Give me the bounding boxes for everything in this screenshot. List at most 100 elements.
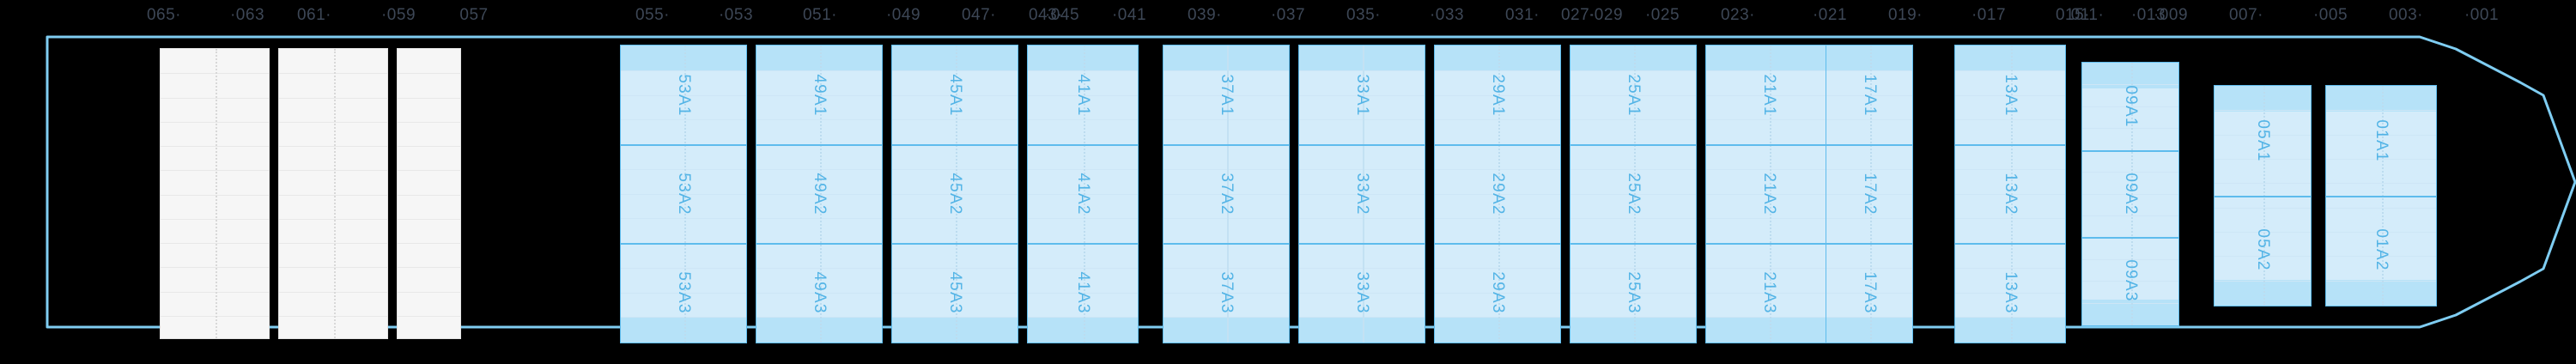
bay-tick-label: ·009	[2153, 6, 2189, 24]
cell-label-37A2[interactable]: 37A2	[1218, 172, 1236, 215]
cell-label-33A1[interactable]: 33A1	[1353, 73, 1371, 117]
segment-divider	[1299, 243, 1425, 245]
tier-row-line	[621, 94, 746, 96]
cell-label-49A1[interactable]: 49A1	[811, 73, 829, 117]
segment-divider	[1955, 144, 2065, 146]
cell-label-45A3[interactable]: 45A3	[946, 270, 964, 314]
cell-label-09A3[interactable]: 09A3	[2122, 259, 2140, 302]
bay-tick-label: 043·	[1028, 6, 1064, 24]
bay-49[interactable]: 49A1 49A2 49A3	[756, 45, 883, 343]
cell-label-17A1[interactable]: 17A1	[1861, 73, 1879, 117]
bay-tick-label: ·045	[1044, 6, 1080, 24]
cell-label-17A2[interactable]: 17A2	[1861, 172, 1879, 215]
cell-label-13A2[interactable]: 13A2	[2002, 172, 2020, 215]
cell-label-29A3[interactable]: 29A3	[1489, 270, 1507, 314]
tier-row-line	[2215, 134, 2311, 136]
bay-01[interactable]: 01A1 01A2	[2325, 85, 2437, 306]
cell-label-21A1[interactable]: 21A1	[1760, 73, 1778, 117]
bay-065-063[interactable]	[160, 48, 270, 339]
bay-tick-label: ·049	[885, 6, 921, 24]
cell-label-33A2[interactable]: 33A2	[1353, 172, 1371, 215]
bay-21[interactable]: 21A1 21A2 21A3	[1705, 45, 1832, 343]
bay-53[interactable]: 53A1 53A2 53A3	[620, 45, 747, 343]
bay-33[interactable]: 33A1 33A2 33A3	[1298, 45, 1425, 343]
tier-row-line	[1435, 168, 1560, 170]
bay-29[interactable]: 29A1 29A2 29A3	[1434, 45, 1561, 343]
tier-row-line	[1706, 94, 1832, 96]
tier-row-line	[161, 121, 269, 123]
cell-label-13A1[interactable]: 13A1	[2002, 73, 2020, 117]
cell-label-01A1[interactable]: 01A1	[2372, 119, 2391, 162]
cell-label-45A2[interactable]: 45A2	[946, 172, 964, 215]
cell-label-53A3[interactable]: 53A3	[675, 270, 693, 314]
bay-05[interactable]: 05A1 05A2	[2214, 85, 2312, 306]
cell-label-21A3[interactable]: 21A3	[1760, 270, 1778, 314]
cell-label-09A2[interactable]: 09A2	[2122, 172, 2140, 215]
tier-row-line	[2215, 256, 2311, 258]
tier-row-line	[756, 70, 882, 71]
cell-label-25A1[interactable]: 25A1	[1625, 73, 1643, 117]
bay-37[interactable]: 37A1 37A2 37A3	[1163, 45, 1290, 343]
tier-row-line	[621, 70, 746, 71]
cell-label-41A2[interactable]: 41A2	[1074, 172, 1092, 215]
cell-label-53A2[interactable]: 53A2	[675, 172, 693, 215]
bay-tick-label: 011·	[2070, 6, 2105, 24]
tier-row-line	[279, 73, 387, 75]
bay-25[interactable]: 25A1 25A2 25A3	[1570, 45, 1697, 343]
tier-row-line	[1163, 218, 1289, 220]
tier-row-line	[398, 315, 460, 317]
tier-row-line	[1571, 267, 1696, 269]
bay-41[interactable]: 41A1 41A2 41A3	[1027, 45, 1139, 343]
tier-row-line	[2215, 207, 2311, 209]
bay-13[interactable]: 13A1 13A2 13A3	[1954, 45, 2066, 343]
cell-label-33A3[interactable]: 33A3	[1353, 270, 1371, 314]
deck-cap-bottom	[1706, 317, 1832, 343]
cell-label-37A1[interactable]: 37A1	[1218, 73, 1236, 117]
segment-divider	[1299, 144, 1425, 146]
cell-label-49A2[interactable]: 49A2	[811, 172, 829, 215]
tier-row-line	[161, 243, 269, 244]
cell-label-25A2[interactable]: 25A2	[1625, 172, 1643, 215]
bay-061-059[interactable]	[278, 48, 388, 339]
bay-057[interactable]	[397, 48, 461, 339]
tier-row-line	[2082, 106, 2178, 107]
bay-17[interactable]: 17A1 17A2 17A3	[1826, 45, 1913, 343]
tier-row-line	[1826, 267, 1912, 269]
cell-label-53A1[interactable]: 53A1	[675, 73, 693, 117]
deck-cap-bottom	[1826, 317, 1912, 343]
cell-label-17A3[interactable]: 17A3	[1861, 270, 1879, 314]
bay-tick-label: ·033	[1429, 6, 1465, 24]
tier-row-line	[892, 267, 1018, 269]
cell-label-49A3[interactable]: 49A3	[811, 270, 829, 314]
tier-row-line	[1435, 317, 1560, 318]
cell-label-05A1[interactable]: 05A1	[2254, 119, 2272, 162]
centerline	[1498, 46, 1500, 343]
cell-label-29A2[interactable]: 29A2	[1489, 172, 1507, 215]
bay-45[interactable]: 45A1 45A2 45A3	[891, 45, 1018, 343]
tier-row-line	[1299, 70, 1425, 71]
cell-label-05A2[interactable]: 05A2	[2254, 228, 2272, 271]
cell-label-37A3[interactable]: 37A3	[1218, 270, 1236, 314]
cell-label-21A2[interactable]: 21A2	[1760, 172, 1778, 215]
tier-row-line	[1826, 292, 1912, 294]
tier-row-line	[279, 243, 387, 244]
cell-label-09A1[interactable]: 09A1	[2122, 85, 2140, 128]
deck-cap-top	[1163, 46, 1289, 71]
cell-label-25A3[interactable]: 25A3	[1625, 270, 1643, 314]
bay-tick-label: 015·	[2055, 6, 2091, 24]
bay-tick-label: ·029	[1588, 6, 1624, 24]
cell-label-01A2[interactable]: 01A2	[2372, 228, 2391, 271]
bay-09[interactable]: 09A1 09A2 09A3	[2081, 62, 2179, 326]
tier-row-line	[279, 315, 387, 317]
cell-label-13A3[interactable]: 13A3	[2002, 270, 2020, 314]
tier-row-line	[1706, 292, 1832, 294]
tier-row-line	[161, 315, 269, 317]
tier-row-line	[1163, 193, 1289, 195]
deck-cap-top	[1706, 46, 1832, 71]
cell-label-45A1[interactable]: 45A1	[946, 73, 964, 117]
cell-label-41A1[interactable]: 41A1	[1074, 73, 1092, 117]
cell-label-29A1[interactable]: 29A1	[1489, 73, 1507, 117]
bay-tick-label: 019·	[1887, 6, 1923, 24]
cell-label-41A3[interactable]: 41A3	[1074, 270, 1092, 314]
tier-row-line	[1826, 70, 1912, 71]
